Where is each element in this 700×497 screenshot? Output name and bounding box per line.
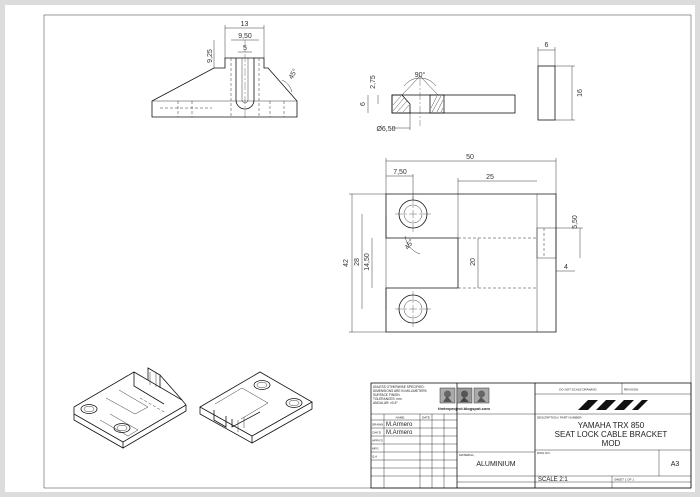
note-4: TOLERANCES: mm — [373, 397, 402, 401]
note-5: ANGULAR: ±0.5° — [373, 401, 398, 405]
row-drawn-label: DRAWN — [372, 423, 383, 427]
dim-front-28: 28 — [354, 258, 361, 266]
row-appvd-label: APPV'D — [372, 439, 384, 443]
dim-front-25: 25 — [486, 174, 494, 181]
dim-front-50: 50 — [466, 154, 474, 161]
dim-top-925: 9,25 — [207, 49, 214, 63]
dim-front-750: 7,50 — [393, 169, 407, 176]
dim-front-550: 5,50 — [572, 215, 579, 229]
row-mfg-label: MFG — [372, 447, 379, 451]
title-line-1: YAMAHA TRX 850 — [578, 421, 645, 430]
dim-sec-275: 2,75 — [370, 75, 377, 89]
dim-side-16: 16 — [577, 89, 584, 97]
side-view: 6 16 — [537, 42, 584, 121]
title-label: DESCRIPTION / PART NUMBER — [537, 416, 582, 420]
title-block: UNLESS OTHERWISE SPECIFIED: DIMENSIONS A… — [370, 382, 692, 489]
dim-top-950: 9,50 — [238, 33, 252, 40]
dim-front-4: 4 — [564, 264, 568, 271]
dim-top-13: 13 — [241, 21, 249, 28]
dim-front-20: 20 — [470, 258, 477, 266]
dwg-label: DWG NO. — [537, 451, 551, 455]
dim-front-1450: 14,50 — [364, 253, 371, 271]
col-name: NAME — [396, 416, 405, 420]
sheet-size: A3 — [671, 461, 680, 468]
row-drawn-name: M.Armero — [386, 422, 413, 428]
logo-icon — [439, 387, 490, 404]
iso-view-left — [73, 367, 187, 449]
dim-sec-6: 6 — [360, 102, 367, 106]
drawing-border — [43, 14, 692, 489]
note-1: UNLESS OTHERWISE SPECIFIED: — [373, 385, 425, 389]
do-not-scale: DO NOT SCALE DRAWING — [559, 388, 597, 392]
dim-side-6: 6 — [545, 42, 549, 49]
dim-sec-diameter: Ø6,50 — [376, 126, 395, 133]
title-line-3: MOD — [602, 439, 621, 448]
row-qa-label: Q.A — [372, 455, 377, 459]
title-line-2: SEAT LOCK CABLE BRACKET — [555, 430, 668, 439]
material-label: MATERIAL: — [459, 453, 475, 457]
dim-front-42: 42 — [343, 259, 350, 267]
note-2: DIMENSIONS ARE IN MILLIMETERS — [373, 389, 427, 393]
note-3: SURFACE FINISH: — [373, 393, 400, 397]
col-date: DATE — [422, 416, 430, 420]
dim-sec-90: 90° — [415, 71, 426, 79]
row-chkd-label: CHK'D — [372, 431, 382, 435]
sheet-label: SHEET 1 OF 1 — [614, 478, 634, 482]
top-view: 13 9,50 5 9,25 45° — [151, 21, 299, 120]
dim-top-5: 5 — [243, 45, 247, 52]
material-value: ALUMINIUM — [476, 461, 515, 468]
iso-view-right — [199, 371, 313, 444]
paper — [5, 5, 695, 492]
scale-label: SCALE 2:1 — [538, 477, 568, 483]
revision-label: REVISION — [624, 388, 638, 392]
website-label: thetrxproject.blogspot.com — [438, 406, 490, 411]
company-logo — [578, 400, 648, 410]
section-view: 90° 2,75 6 Ø6,50 — [360, 71, 516, 133]
row-chkd-name: M.Armero — [386, 430, 413, 436]
